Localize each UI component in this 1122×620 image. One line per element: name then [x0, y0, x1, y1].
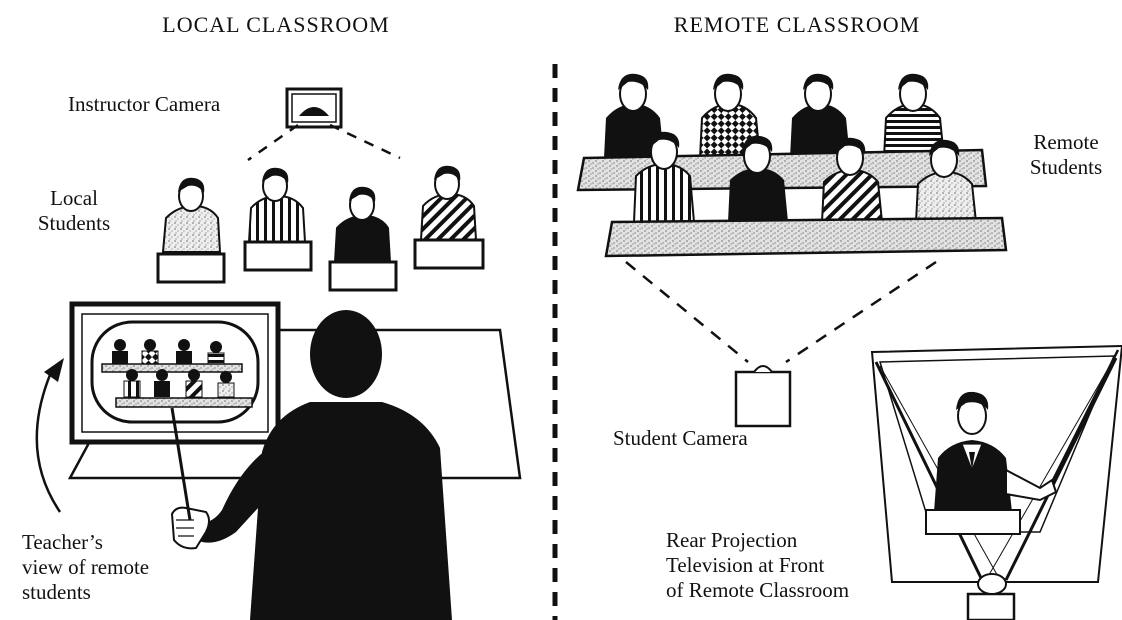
- local-student: [328, 186, 398, 292]
- remote-student: [728, 135, 788, 222]
- projected-instructor: [925, 349, 1120, 535]
- teacher-silhouette: [170, 310, 452, 620]
- remote-student: [882, 73, 946, 159]
- student-camera-label: Student Camera: [613, 426, 748, 450]
- teacher-view-arrowhead: [44, 358, 64, 382]
- teacher-monitor: [69, 301, 281, 445]
- remote-students-label: Remote Students: [1029, 130, 1103, 179]
- local-student: [243, 167, 313, 272]
- student-camera-icon: [734, 365, 792, 428]
- local-students-label: Local Students: [37, 186, 111, 235]
- teacher-view-arrow: [35, 369, 62, 513]
- student-camera-view-line-left: [625, 261, 749, 363]
- remote-student: [632, 131, 696, 223]
- instructor-camera-label: Instructor Camera: [68, 92, 221, 116]
- remote-student: [790, 73, 850, 158]
- remote-student: [914, 139, 978, 223]
- local-student: [413, 165, 485, 270]
- local-classroom-title: LOCAL CLASSROOM: [162, 12, 390, 37]
- remote-student: [604, 73, 664, 158]
- local-student: [156, 177, 226, 284]
- instructor-camera-view-line-left: [247, 123, 299, 162]
- teacher-view-label: Teacher’s view of remote students: [22, 530, 150, 604]
- remote-student: [820, 137, 884, 223]
- instructor-camera-icon: [285, 87, 343, 129]
- remote-classroom-title: REMOTE CLASSROOM: [674, 12, 920, 37]
- instructor-camera-view-line-right: [329, 123, 401, 160]
- rear-projection-label: Rear Projection Television at Front of R…: [666, 528, 850, 602]
- remote-front-desk: [604, 216, 1008, 258]
- teacher-pointer: [170, 407, 192, 521]
- student-camera-view-line-right: [785, 260, 937, 364]
- rear-projection-television: [870, 344, 1122, 620]
